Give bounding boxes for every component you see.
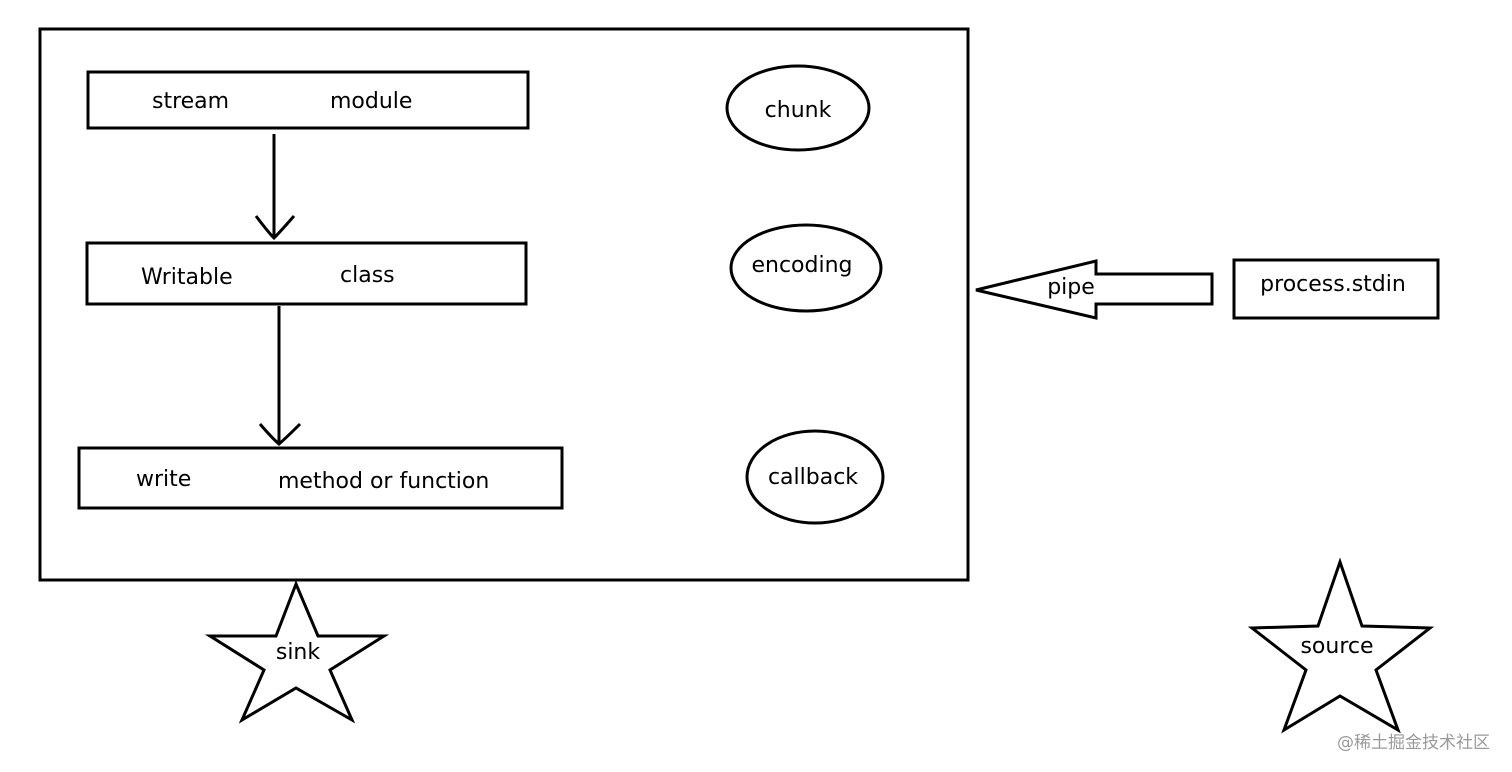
sink-label: sink [276,640,321,665]
class-label: class [340,263,395,288]
callback-ellipse: callback [745,429,885,525]
stream-label: stream [152,89,229,114]
svg-text:chunk: chunk [765,98,832,123]
write-method-box: write method or function [77,446,564,510]
writable-label: Writable [141,265,233,290]
process-stdin-box: process.stdin [1232,258,1440,320]
sink-container [38,27,970,582]
chunk-ellipse: chunk [725,64,871,152]
encoding-ellipse: encoding [729,223,883,313]
source-label: source [1300,634,1373,659]
watermark: @稀土掘金技术社区 [1337,733,1490,753]
writable-class-box: Writable class [85,241,528,306]
process-stdin-label: process.stdin [1260,272,1406,297]
arrow-writable-to-write [258,306,302,446]
pipe-label: pipe [1047,275,1095,300]
svg-text:encoding: encoding [751,253,852,278]
arrow-stream-to-writable [254,134,296,241]
method-or-function-label: method or function [278,469,489,494]
pipe-arrow: pipe [975,259,1214,320]
stream-module-box: stream module [86,70,530,130]
source-star: source [1247,557,1435,734]
svg-text:callback: callback [768,465,858,490]
sink-star: sink [204,579,390,724]
module-label: module [330,89,412,114]
write-label: write [136,467,191,492]
